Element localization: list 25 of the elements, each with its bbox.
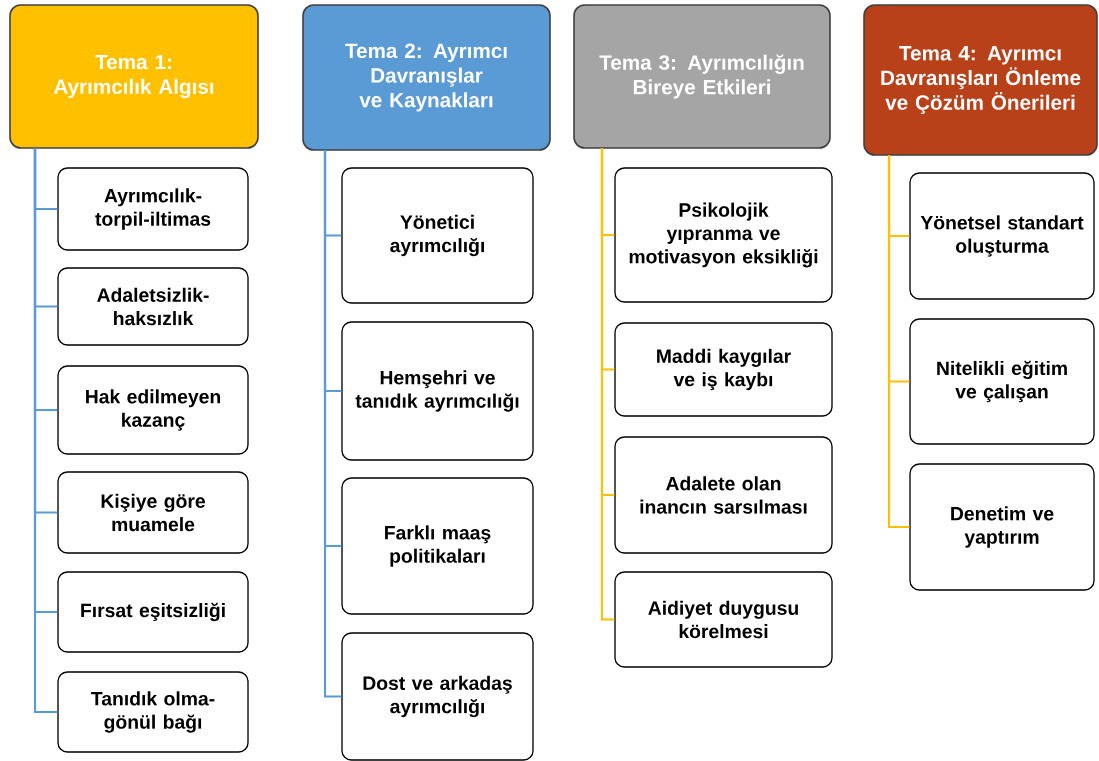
item-box: Ayrımcılık-torpil-iltimas — [57, 167, 249, 251]
item-box: Nitelikli eğitim ve çalışan — [909, 318, 1095, 445]
item-box: Yönetici ayrımcılığı — [341, 167, 534, 304]
item-box: Adaletsizlik-haksızlık — [57, 267, 249, 346]
item-box: Farklı maaş politikaları — [341, 477, 534, 615]
item-box: Maddi kaygılar ve iş kaybı — [614, 322, 833, 417]
item-box: Adalete olan inancın sarsılması — [614, 436, 833, 554]
connector-line — [600, 148, 615, 621]
theme-box: Tema 4: Ayrımcı Davranışları Önleme ve Çözüm Önerileri — [863, 4, 1098, 156]
item-box: Dost ve arkadaş ayrımcılığı — [341, 632, 534, 761]
item-box: Tanıdık olma-gönül bağı — [57, 671, 249, 753]
item-box: Denetim ve yaptırım — [909, 463, 1095, 591]
item-box: Yönetsel standart oluşturma — [909, 172, 1095, 300]
connector-line — [887, 155, 910, 529]
connector-line — [33, 148, 58, 714]
item-box: Psikolojik yıpranma ve motivasyon eksikliği — [614, 167, 833, 303]
item-box: Hemşehri ve tanıdık ayrımcılığı — [341, 321, 534, 461]
theme-box: Tema 1: Ayrımcılık Algısı — [9, 4, 259, 149]
item-box: Fırsat eşitsizliği — [57, 571, 249, 653]
item-box: Aidiyet duygusu körelmesi — [614, 571, 833, 668]
theme-box: Tema 3: Ayrımcılığın Bireye Etkileri — [573, 4, 831, 149]
item-box: Kişiye göre muamele — [57, 471, 249, 554]
item-box: Hak edilmeyen kazanç — [57, 365, 249, 455]
theme-box: Tema 2: Ayrımcı Davranışlar ve Kaynakları — [302, 4, 551, 151]
connector-line — [323, 150, 342, 698]
